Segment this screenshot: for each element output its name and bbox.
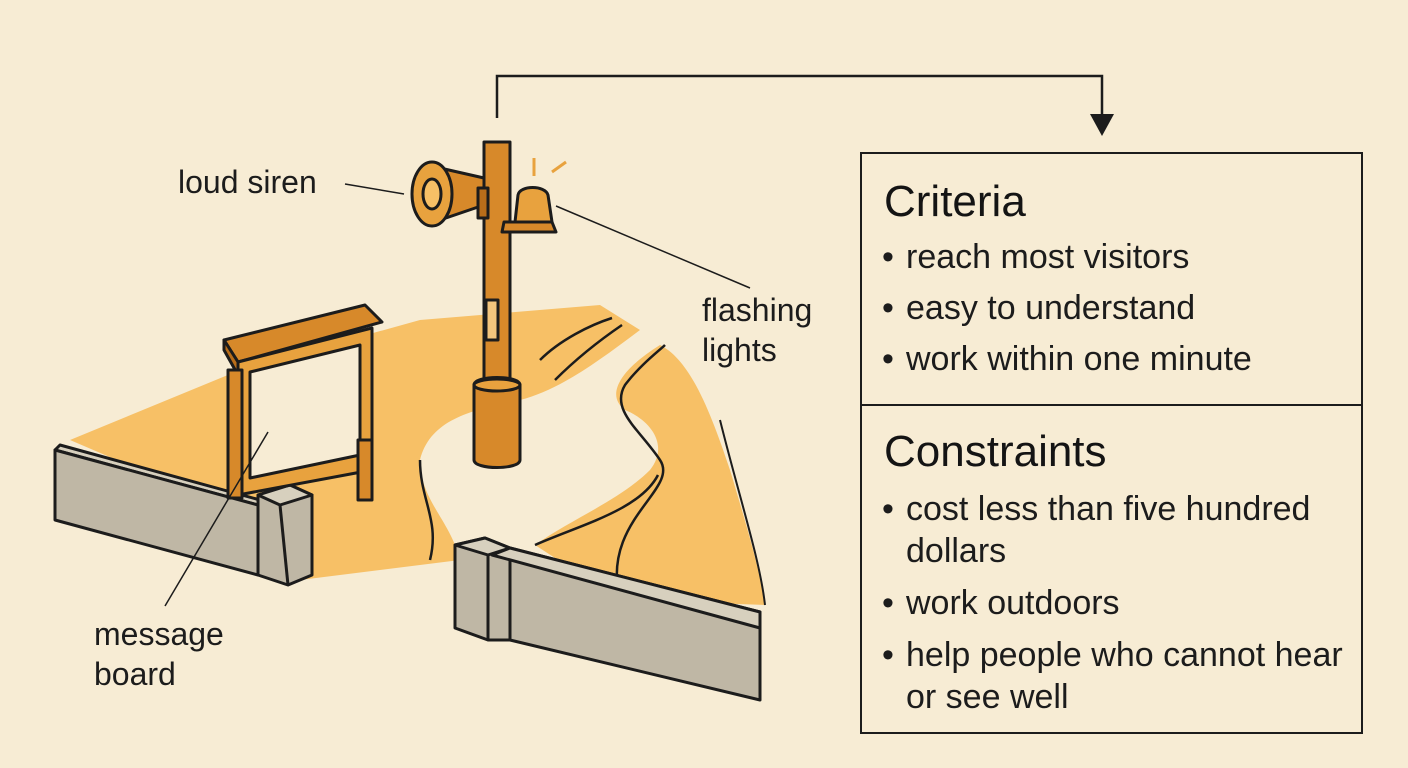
alert-pole <box>472 140 522 469</box>
message-board-icon <box>222 303 384 502</box>
criteria-item: work within one minute <box>882 338 1351 380</box>
message-board-label-line1: message <box>94 616 224 652</box>
constraints-list: cost less than five hundred dollars work… <box>882 488 1351 728</box>
siren-leader <box>344 183 405 195</box>
right-wall <box>453 536 762 702</box>
flashing-lights-label-line2: lights <box>702 332 777 368</box>
constraints-section: Constraints cost less than five hundred … <box>862 404 1361 732</box>
criteria-heading: Criteria <box>884 177 1026 226</box>
siren-icon <box>410 160 490 228</box>
siren-label-text: loud siren <box>178 164 317 200</box>
arrow-icon <box>495 74 1104 118</box>
criteria-item: reach most visitors <box>882 236 1351 278</box>
constraints-item: cost less than five hundred dollars <box>882 488 1351 572</box>
constraints-heading: Constraints <box>884 427 1107 476</box>
criteria-section: Criteria reach most visitors easy to und… <box>862 154 1361 406</box>
board-leader <box>164 431 269 607</box>
siren-label: loud siren <box>178 162 317 202</box>
requirements-panel: Criteria reach most visitors easy to und… <box>860 152 1363 734</box>
message-board-label: message board <box>94 614 224 694</box>
constraints-item: work outdoors <box>882 582 1351 624</box>
flashing-lights-label-line1: flashing <box>702 292 813 328</box>
park-path-right <box>535 345 765 605</box>
message-board-label-line2: board <box>94 656 176 692</box>
criteria-list: reach most visitors easy to understand w… <box>882 236 1351 389</box>
flashing-lights-label: flashing lights <box>702 290 812 370</box>
flashing-light-icon <box>500 158 567 234</box>
constraints-item: help people who cannot hear or see well <box>882 634 1351 718</box>
criteria-item: easy to understand <box>882 287 1351 329</box>
lights-leader <box>555 205 751 289</box>
